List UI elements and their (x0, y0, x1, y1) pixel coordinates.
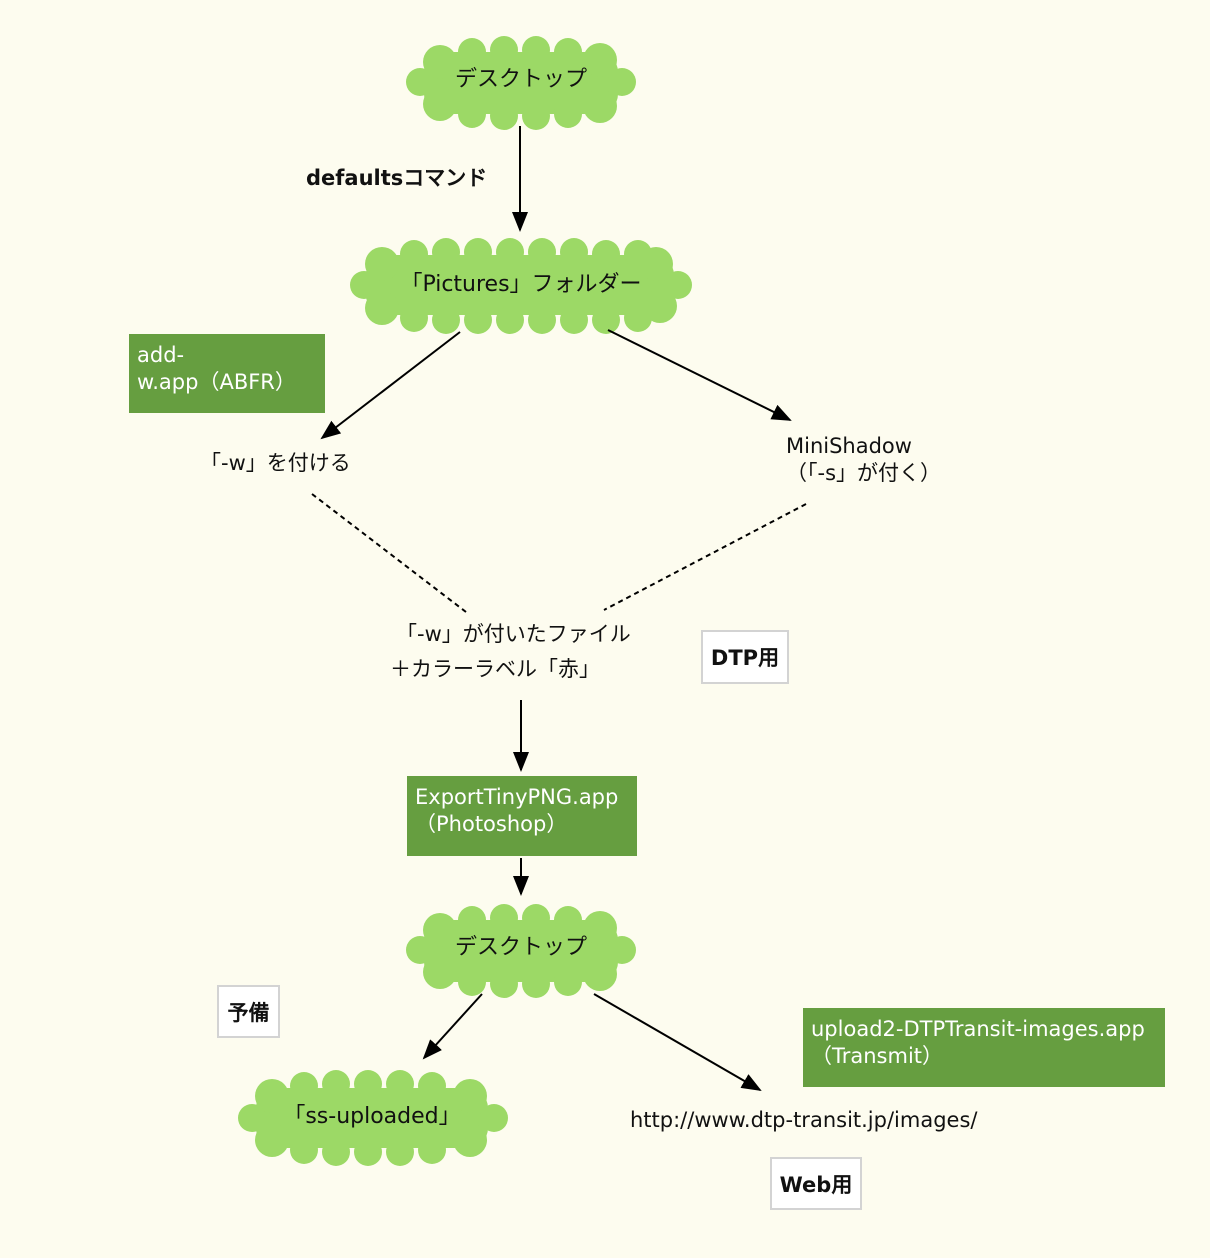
cloud-pictures (350, 238, 692, 334)
node-minishadow-title: MiniShadow (786, 434, 912, 458)
app-upload-line1: upload2-DTPTransit-images.app (811, 1017, 1145, 1041)
node-w-file-line2: ＋カラーラベル「赤」 (390, 657, 600, 681)
node-minishadow-note: （「-s」が付く） (786, 461, 942, 485)
app-add-w-line1: add- (137, 343, 185, 367)
tag-backup: 予備 (217, 985, 280, 1038)
arrow-desktop-to-url (593, 993, 762, 1092)
cloud-ss-uploaded (238, 1070, 508, 1166)
app-upload-line2: （Transmit） (811, 1044, 944, 1068)
cloud-desktop-top (406, 36, 636, 130)
node-add-w: 「-w」を付ける (200, 451, 351, 475)
node-url: http://www.dtp-transit.jp/images/ (630, 1108, 978, 1132)
app-export-line1: ExportTinyPNG.app (415, 785, 619, 809)
app-export-line2: （Photoshop） (415, 812, 568, 836)
tag-web: Web用 (770, 1157, 862, 1210)
arrow-desktop-to-ss-uploaded (422, 993, 483, 1060)
cloud-desktop-bottom (406, 904, 636, 998)
arrow-pictures-to-add-w (320, 331, 461, 440)
app-add-w-line2: w.app（ABFR） (137, 370, 296, 394)
app-box-add-w: add- w.app（ABFR） (129, 334, 325, 413)
app-box-upload2: upload2-DTPTransit-images.app （Transmit） (803, 1008, 1165, 1087)
dashed-add-w-to-file (311, 493, 467, 613)
node-w-file-line1: 「-w」が付いたファイル (396, 622, 631, 646)
arrow-pictures-to-minishadow (607, 329, 792, 421)
dashed-minishadow-to-file (603, 503, 807, 611)
tag-dtp: DTP用 (701, 630, 789, 684)
edge-label-defaults-command: defaultsコマンド (306, 166, 488, 190)
app-box-export-tinypng: ExportTinyPNG.app （Photoshop） (407, 776, 637, 856)
